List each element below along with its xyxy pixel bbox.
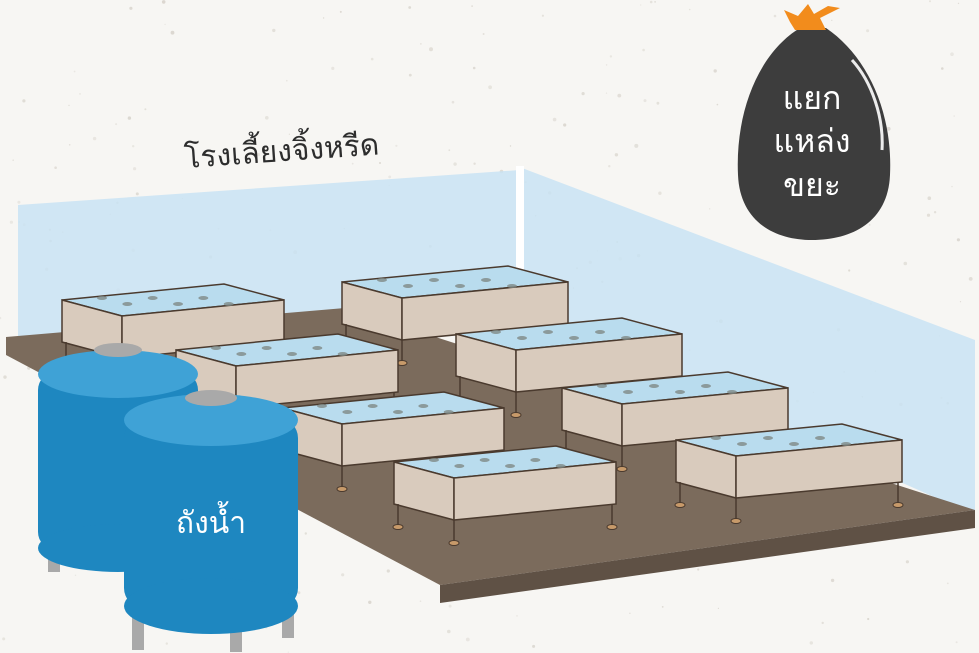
water-tank-label: ถังน้ำ bbox=[176, 501, 246, 541]
cricket-rearing-crate-icon bbox=[340, 265, 570, 366]
garbage-bag-icon: แยก แหล่ง ขยะ bbox=[737, 4, 891, 240]
waste-bag-line2: แหล่ง bbox=[774, 122, 851, 160]
floor-front-edge bbox=[440, 510, 975, 603]
cricket-rearing-crate-icon bbox=[560, 371, 790, 472]
water-tank-icon: ถังน้ำ bbox=[124, 390, 298, 652]
rearing-crates bbox=[60, 265, 904, 546]
back-wall-right bbox=[522, 168, 975, 515]
cricket-rearing-crate-icon bbox=[674, 423, 904, 524]
waste-bag-line1: แยก bbox=[783, 79, 842, 117]
waste-bag-line3: ขยะ bbox=[783, 166, 841, 204]
water-tanks: ถังน้ำ bbox=[38, 343, 298, 652]
farm-house-label: โรงเลี้ยงจิ้งหรีด bbox=[183, 122, 381, 176]
cricket-rearing-crate-icon bbox=[280, 391, 506, 492]
cricket-rearing-crate-icon bbox=[392, 445, 618, 546]
corner-post bbox=[516, 166, 524, 318]
